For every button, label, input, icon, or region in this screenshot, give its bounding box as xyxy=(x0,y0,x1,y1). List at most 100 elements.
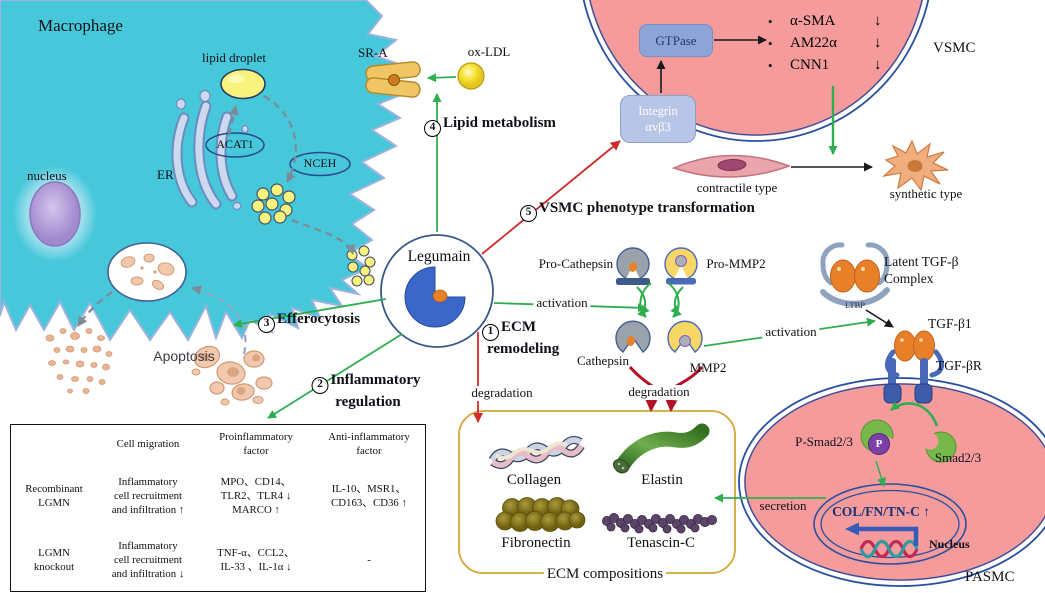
psmad-label: P-Smad2/3 xyxy=(795,434,853,449)
acat1-label: ACAT1 xyxy=(216,137,254,151)
secretion-label: secretion xyxy=(759,498,807,513)
er-label: ER xyxy=(157,167,174,182)
table-header-proinflammatory: Proinflammatory factor xyxy=(219,430,293,457)
smad-label: Smad2/3 xyxy=(934,450,982,465)
tgfb1-ligand-icon xyxy=(894,330,935,362)
vsmc-cell-label: VSMC xyxy=(933,40,976,56)
gtpase-box: GTPase xyxy=(639,24,713,57)
activation-right-label: activation xyxy=(762,324,820,340)
degradation-right-label: degradation xyxy=(625,384,693,400)
mmp2-label: MMP2 xyxy=(689,360,727,375)
circled-3-icon: 3 xyxy=(258,315,275,333)
circled-2-icon: 2 xyxy=(311,376,329,394)
er-organelle-icon xyxy=(171,89,249,211)
transcription-arrow-icon xyxy=(845,522,919,546)
vsmc-marker-list: •α-SMA↓ •AM22α↓ •CNN1↓ xyxy=(768,11,882,77)
pasmc-cell-label: PASMC xyxy=(965,569,1015,585)
macrophage-nucleus-icon xyxy=(29,181,81,247)
table-row-label: Recombinant LGMN xyxy=(25,482,83,509)
contractile-type-label: contractile type xyxy=(696,180,778,195)
oxldl-particle-icon xyxy=(457,62,485,90)
circled-4-icon: 4 xyxy=(424,119,441,137)
oxldl-label: ox-LDL xyxy=(467,44,511,59)
sra-receptor-icon xyxy=(365,61,421,98)
activation-left-label: activation xyxy=(533,295,591,311)
phosphate-badge: P xyxy=(868,433,890,455)
table-cell: Inflammatory cell recruitment and infilt… xyxy=(111,539,185,581)
pro-cathepsin-icon xyxy=(616,247,650,285)
down-arrow-icon: ↓ xyxy=(874,13,882,29)
table-cell: MPO、CD14、 TLR2、TLR4 ↓ MARCO ↑ xyxy=(220,475,292,517)
tgfbr-label: TGF-βR xyxy=(936,358,982,373)
tgfbr-receptor-icon xyxy=(883,349,944,404)
cell-debris-icon xyxy=(45,328,113,394)
legumain-label: Legumain xyxy=(407,248,471,265)
table-cell: IL-10、MSR1、 CD163、CD36 ↑ xyxy=(331,482,407,509)
ecm-remodeling-label-line2: remodeling xyxy=(487,341,560,357)
inflammatory-label-line2: regulation xyxy=(335,394,401,410)
elastin-label: Elastin xyxy=(641,472,683,488)
marker-row: •α-SMA↓ xyxy=(768,13,882,29)
table-row-label: LGMN knockout xyxy=(33,546,75,573)
table-header-antiinflammatory: Anti-inflammatory factor xyxy=(328,430,410,457)
down-arrow-icon: ↓ xyxy=(874,35,882,51)
green-arrows xyxy=(233,73,939,503)
latent-tgfb-complex-icon xyxy=(820,242,890,307)
tenascin-label: Tenascin-C xyxy=(626,535,696,551)
macrophage-title: Macrophage xyxy=(38,16,123,35)
latent-tgfb-label-line2: Complex xyxy=(884,271,934,286)
tgfb1-label: TGF-β1 xyxy=(928,316,972,331)
marker-row: •CNN1↓ xyxy=(768,57,882,73)
nceh-label: NCEH xyxy=(303,156,337,170)
marker-row: •AM22α↓ xyxy=(768,35,882,51)
black-arrows xyxy=(656,35,894,328)
pasmc-nucleus-label: Nucleus xyxy=(929,537,970,551)
fibronectin-label: Fibronectin xyxy=(501,535,571,551)
bullet-icon: • xyxy=(768,57,773,73)
gene-target-label: COL/FN/TN-C ↑ xyxy=(832,504,930,519)
pro-mmp2-label: Pro-MMP2 xyxy=(706,256,766,271)
circled-1-icon: 1 xyxy=(482,323,499,341)
ltbp-label: LTBP xyxy=(844,300,866,310)
vacuole-icon xyxy=(107,242,187,302)
cholesterol-droplets-icon xyxy=(251,183,296,225)
down-arrow-icon: ↓ xyxy=(874,57,882,73)
sra-label: SR-A xyxy=(358,45,388,60)
trafficking-dashed-arrows xyxy=(77,95,356,355)
acat1-ellipse xyxy=(205,132,265,158)
nucleus-label: nucleus xyxy=(27,168,67,183)
lipid-droplet-icon xyxy=(220,68,266,100)
smad-protein-icon xyxy=(921,431,957,463)
table-cell: - xyxy=(367,553,371,566)
collagen-icon xyxy=(488,436,585,470)
ecm-compositions-box xyxy=(458,410,736,574)
table-header-cell-migration: Cell migration xyxy=(116,437,180,450)
apoptotic-cells-icon xyxy=(191,345,273,406)
degradation-left-label: degradation xyxy=(468,385,536,401)
collagen-label: Collagen xyxy=(506,472,562,488)
latent-tgfb-label-line1: Latent TGF-β xyxy=(884,254,959,269)
pro-mmp2-icon xyxy=(664,247,698,285)
bullet-icon: • xyxy=(768,13,773,29)
integrin-box: Integrin αvβ3 xyxy=(620,95,696,143)
lgmn-effects-table: Cell migration Proinflammatory factor An… xyxy=(10,424,426,592)
fibronectin-icon xyxy=(495,497,586,532)
elastin-icon xyxy=(612,423,710,474)
dna-helix-icon xyxy=(859,539,919,559)
lipid-droplet-label: lipid droplet xyxy=(202,50,266,65)
mmp2-icon xyxy=(667,320,703,353)
nceh-ellipse xyxy=(289,151,351,177)
tenascin-icon xyxy=(602,513,718,534)
legumain-icon xyxy=(380,234,494,348)
synthetic-cell-icon xyxy=(881,139,949,192)
apoptosis-label: Apoptosis xyxy=(153,348,215,364)
contractile-cell-icon xyxy=(671,154,792,178)
table-cell: Inflammatory cell recruitment and infilt… xyxy=(111,475,185,517)
